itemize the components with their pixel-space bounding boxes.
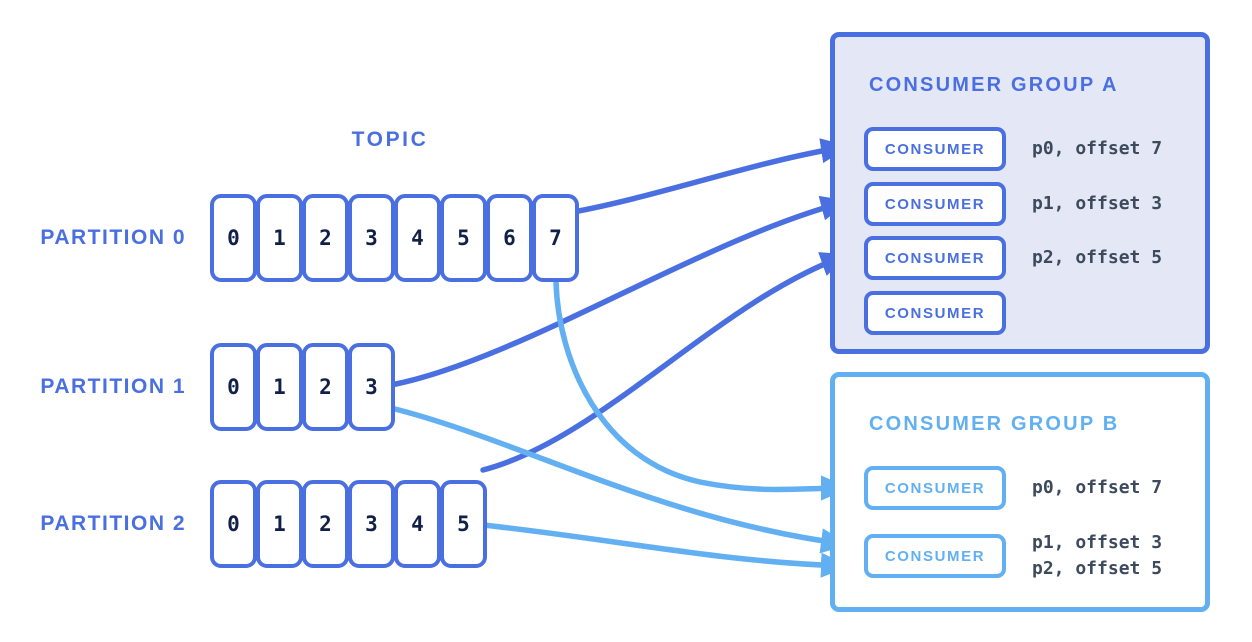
consumer-assignment: p2, offset 5 — [1032, 246, 1163, 268]
topic-title: TOPIC — [351, 128, 429, 151]
consumer-group-b: CONSUMER GROUP B CONSUMER p0, offset 7 C… — [830, 372, 1210, 612]
consumer-row: CONSUMER p1, offset 3 p2, offset 5 — [864, 530, 1162, 582]
partition-cell: 3 — [348, 480, 395, 568]
consumer-group-b-title: CONSUMER GROUP B — [869, 413, 1120, 435]
partition-cell: 4 — [394, 194, 441, 282]
arrow-p2-to-group-a-consumer-3 — [480, 252, 850, 473]
partition-cell: 6 — [486, 194, 533, 282]
partition-cells-1: 0 1 2 3 — [210, 343, 395, 431]
partition-cell: 1 — [256, 480, 303, 568]
consumer-assignment: p0, offset 7 — [1032, 476, 1163, 498]
consumer-assignment: p1, offset 3 — [1032, 192, 1163, 214]
arrow-p2-to-group-b-consumer-2 — [480, 522, 850, 578]
partition-cell: 5 — [440, 480, 487, 568]
partition-label-2: PARTITION 2 — [40, 512, 186, 535]
consumer-row: CONSUMER p0, offset 7 — [864, 127, 1162, 171]
partition-cell: 5 — [440, 194, 487, 282]
partition-cell: 3 — [348, 343, 395, 431]
partition-row-2: PARTITION 2 0 1 2 3 4 5 — [40, 480, 487, 568]
partition-label-1: PARTITION 1 — [40, 375, 186, 398]
partition-cell: 1 — [256, 343, 303, 431]
partition-cell: 2 — [302, 194, 349, 282]
consumer-assignment: p0, offset 7 — [1032, 137, 1163, 159]
partition-cell: 4 — [394, 480, 441, 568]
consumer-box[interactable]: CONSUMER — [864, 236, 1006, 280]
partition-cells-2: 0 1 2 3 4 5 — [210, 480, 487, 568]
consumer-box[interactable]: CONSUMER — [864, 291, 1006, 335]
arrow-p0-to-group-a-consumer-1 — [570, 138, 850, 215]
partition-cell: 1 — [256, 194, 303, 282]
partition-label-0: PARTITION 0 — [40, 226, 186, 249]
partition-row-1: PARTITION 1 0 1 2 3 — [40, 343, 395, 431]
partition-cell: 3 — [348, 194, 395, 282]
consumer-row: CONSUMER — [864, 291, 1032, 335]
consumer-box[interactable]: CONSUMER — [864, 127, 1006, 171]
partition-cell: 2 — [302, 343, 349, 431]
consumer-row: CONSUMER p1, offset 3 — [864, 182, 1162, 226]
consumer-row: CONSUMER p2, offset 5 — [864, 236, 1162, 280]
partition-cell: 7 — [532, 194, 579, 282]
partition-cell: 0 — [210, 194, 257, 282]
partition-cells-0: 0 1 2 3 4 5 6 7 — [210, 194, 579, 282]
arrow-p0-to-group-b-consumer-1 — [553, 278, 850, 501]
consumer-box[interactable]: CONSUMER — [864, 466, 1006, 510]
consumer-assignment: p1, offset 3 p2, offset 5 — [1032, 532, 1163, 580]
partition-row-0: PARTITION 0 0 1 2 3 4 5 6 7 — [40, 194, 579, 282]
consumer-group-a: CONSUMER GROUP A CONSUMER p0, offset 7 C… — [830, 32, 1210, 354]
consumer-row: CONSUMER p0, offset 7 — [864, 466, 1162, 510]
partition-cell: 0 — [210, 343, 257, 431]
partition-cell: 0 — [210, 480, 257, 568]
consumer-group-a-title: CONSUMER GROUP A — [869, 74, 1119, 96]
consumer-box[interactable]: CONSUMER — [864, 182, 1006, 226]
partition-cell: 2 — [302, 480, 349, 568]
consumer-box[interactable]: CONSUMER — [864, 534, 1006, 579]
